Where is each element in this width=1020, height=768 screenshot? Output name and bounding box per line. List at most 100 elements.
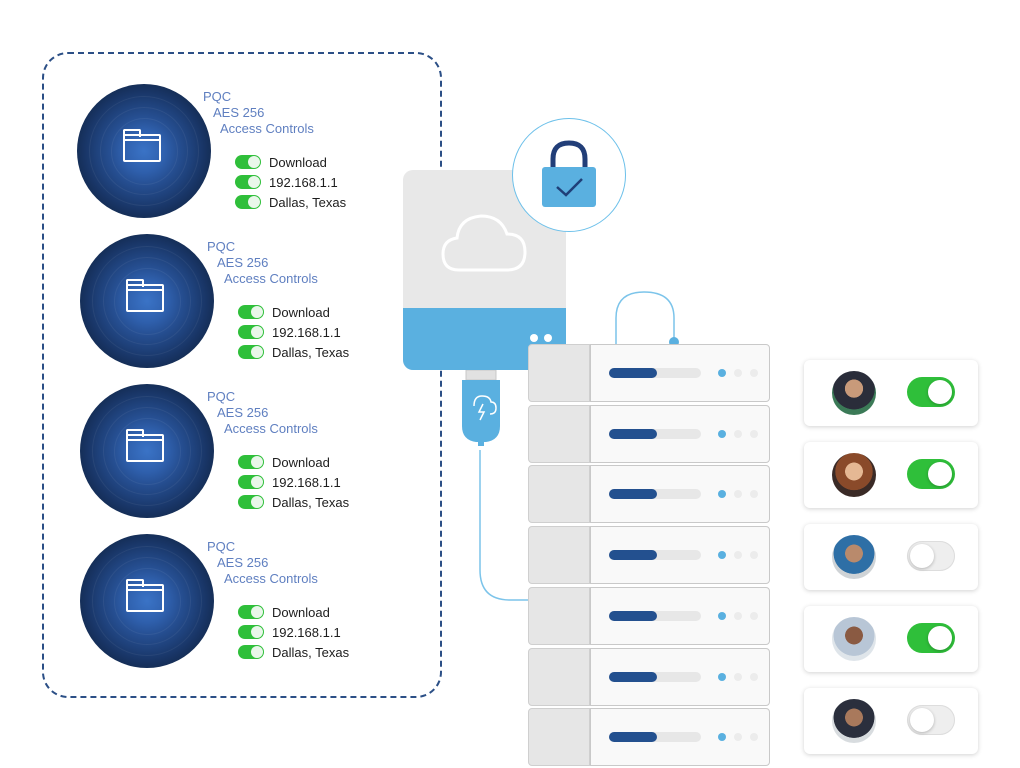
- load-bar-fill: [609, 671, 657, 682]
- status-led: [718, 551, 726, 560]
- permission-label: Download: [272, 454, 330, 470]
- avatar: [832, 617, 876, 661]
- disc-ring: [92, 546, 202, 656]
- lock-badge: [512, 118, 626, 232]
- toggle-switch[interactable]: [235, 195, 261, 209]
- padlock-check-icon: [542, 140, 596, 207]
- permission-label: Dallas, Texas: [272, 344, 350, 360]
- status-led: [734, 733, 742, 742]
- server-bezel: [528, 647, 590, 706]
- file-disc: [80, 534, 214, 668]
- status-led: [718, 672, 726, 681]
- permission-label: Dallas, Texas: [269, 194, 347, 210]
- protocol-label: PQC: [207, 239, 236, 254]
- permission-label: 192.168.1.1: [272, 624, 341, 640]
- permission-row: Dallas, Texas: [238, 644, 349, 660]
- server-panel: [590, 526, 770, 585]
- permission-row: Download: [238, 304, 330, 320]
- load-bar-fill: [609, 489, 657, 500]
- toggle-switch[interactable]: [238, 455, 264, 469]
- server-unit: [528, 708, 770, 767]
- status-led: [734, 672, 742, 681]
- folder-icon: [126, 579, 164, 612]
- server-unit: [528, 404, 770, 463]
- permission-row: Download: [235, 154, 327, 170]
- status-dot: [544, 334, 552, 342]
- permission-row: Dallas, Texas: [235, 194, 346, 210]
- load-bar-fill: [609, 610, 657, 621]
- access-label: Access Controls: [224, 571, 318, 586]
- server-panel: [590, 344, 770, 402]
- load-bar: [609, 550, 701, 561]
- load-bar: [609, 428, 701, 439]
- status-led: [718, 490, 726, 499]
- server-bezel: [528, 586, 590, 645]
- access-label: Access Controls: [220, 121, 314, 136]
- toggle-switch[interactable]: [238, 495, 264, 509]
- status-led: [734, 429, 742, 438]
- toggle-knob: [928, 462, 952, 486]
- toggle-switch[interactable]: [235, 155, 261, 169]
- load-bar-fill: [609, 550, 657, 561]
- status-led: [734, 551, 742, 560]
- toggle-switch[interactable]: [235, 175, 261, 189]
- file-card: PQC AES 256 Access Controls Download 192…: [77, 84, 457, 224]
- toggle-switch[interactable]: [238, 645, 264, 659]
- status-led: [750, 490, 758, 499]
- status-led: [750, 429, 758, 438]
- toggle-switch[interactable]: [238, 305, 264, 319]
- server-panel: [590, 647, 770, 706]
- load-bar-fill: [609, 428, 657, 439]
- toggle-switch[interactable]: [238, 345, 264, 359]
- permission-label: 192.168.1.1: [272, 474, 341, 490]
- permission-label: Dallas, Texas: [272, 494, 350, 510]
- permission-row: 192.168.1.1: [238, 474, 341, 490]
- access-toggle[interactable]: [907, 459, 955, 489]
- folder-icon: [126, 279, 164, 312]
- access-toggle[interactable]: [907, 377, 955, 407]
- status-dot: [530, 334, 538, 342]
- user-card: [804, 606, 978, 672]
- protocol-label: PQC: [207, 389, 236, 404]
- server-panel: [590, 586, 770, 645]
- status-led: [718, 369, 726, 377]
- permission-label: Download: [272, 604, 330, 620]
- avatar: [832, 535, 876, 579]
- usb-cable: [479, 450, 528, 601]
- network-cable: [615, 291, 675, 344]
- permission-label: Dallas, Texas: [272, 644, 350, 660]
- user-card: [804, 524, 978, 590]
- server-unit: [528, 344, 770, 402]
- load-bar: [609, 732, 701, 743]
- toggle-switch[interactable]: [238, 325, 264, 339]
- file-card: PQC AES 256 Access Controls Download 192…: [80, 384, 460, 524]
- permission-label: 192.168.1.1: [272, 324, 341, 340]
- file-card: PQC AES 256 Access Controls Download 192…: [80, 534, 460, 674]
- toggle-switch[interactable]: [238, 475, 264, 489]
- status-led: [750, 551, 758, 560]
- server-unit: [528, 465, 770, 524]
- load-bar-fill: [609, 368, 657, 378]
- file-disc: [80, 384, 214, 518]
- permission-label: Download: [272, 304, 330, 320]
- access-toggle[interactable]: [907, 705, 955, 735]
- access-toggle[interactable]: [907, 541, 955, 571]
- toggle-switch[interactable]: [238, 625, 264, 639]
- server-panel: [590, 404, 770, 463]
- server-unit: [528, 586, 770, 645]
- server-bezel: [528, 465, 590, 524]
- status-led: [718, 733, 726, 742]
- status-led: [750, 672, 758, 681]
- permission-row: Download: [238, 604, 330, 620]
- toggle-knob: [910, 708, 934, 732]
- status-led: [750, 611, 758, 620]
- status-led: [718, 429, 726, 438]
- access-label: Access Controls: [224, 271, 318, 286]
- permission-row: 192.168.1.1: [238, 324, 341, 340]
- user-card: [804, 688, 978, 754]
- folder-icon: [126, 429, 164, 462]
- access-toggle[interactable]: [907, 623, 955, 653]
- load-bar: [609, 671, 701, 682]
- avatar: [832, 371, 876, 415]
- toggle-switch[interactable]: [238, 605, 264, 619]
